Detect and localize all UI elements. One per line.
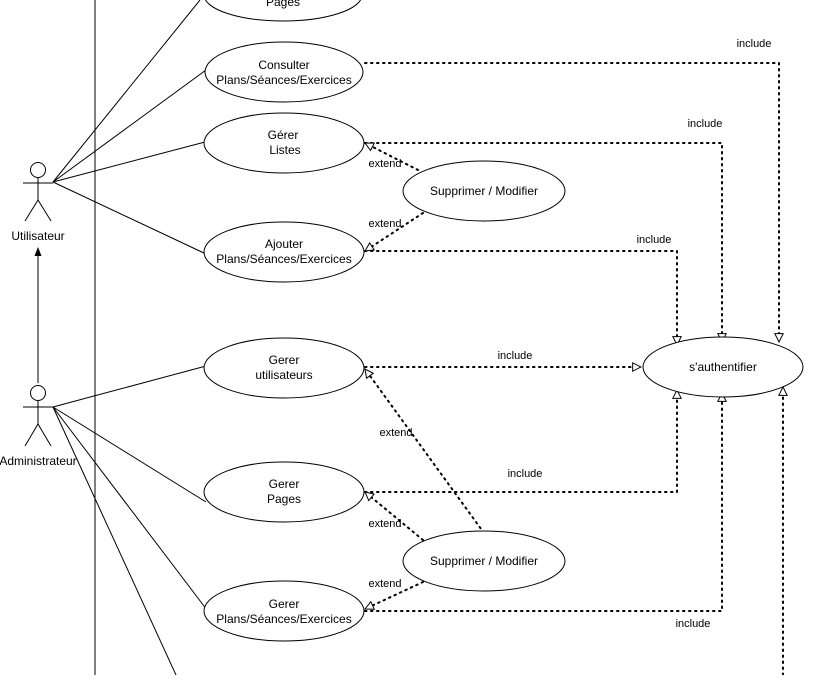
include-label: include [498,350,533,362]
actor-user: Utilisateur [11,162,65,243]
use-case-manage-plans: Gerer Plans/Séances/Exercices [203,580,365,642]
include-line-plans [364,392,722,612]
use-case-pages-top: Pages [204,0,362,22]
include-label: include [637,234,672,246]
extend-line-add [364,212,424,252]
svg-text:Gerer: Gerer [269,477,300,491]
extend-label: extend [379,427,412,439]
use-case-add: Ajouter Plans/Séances/Exercices [203,221,365,283]
dependency-lines [364,62,783,676]
svg-text:Pages: Pages [267,492,301,506]
extend-line-lists [364,142,419,171]
svg-text:Pages: Pages [266,0,300,9]
use-case-manage-pages: Gerer Pages [203,461,365,523]
stick-figure-icon [23,162,53,222]
use-case-manage-users: Gerer utilisateurs [203,337,365,399]
svg-text:Supprimer / Modifier: Supprimer / Modifier [430,184,538,198]
user-associations [52,0,207,255]
svg-text:utilisateurs: utilisateurs [255,368,312,382]
include-label: include [688,118,723,130]
actor-label: Utilisateur [11,229,64,243]
include-line-consult [364,62,779,343]
svg-text:Supprimer / Modifier: Supprimer / Modifier [430,554,538,568]
extend-line-plans [365,581,424,610]
actor-label: Administrateur [0,454,77,468]
relation-labels: include include include include include … [368,38,771,630]
extend-label: extend [368,218,401,230]
include-line-lists [364,142,722,343]
admin-associations [52,365,208,676]
svg-text:Gerer: Gerer [269,353,300,367]
extend-label: extend [368,578,401,590]
svg-text:Plans/Séances/Exercices: Plans/Séances/Exercices [216,73,351,87]
svg-text:Plans/Séances/Exercices: Plans/Séances/Exercices [216,252,351,266]
svg-text:Consulter: Consulter [258,58,309,72]
svg-text:Gérer: Gérer [268,128,299,142]
svg-text:s'authentifier: s'authentifier [689,360,757,374]
use-case-consult: Consulter Plans/Séances/Exercices [204,41,364,103]
extend-line-pages [364,491,424,541]
include-line-pages [364,389,677,493]
use-case-delete-modify-1: Supprimer / Modifier [402,160,566,222]
stick-figure-icon [23,385,53,447]
include-label: include [508,468,543,480]
include-line-add [364,250,677,346]
svg-text:Listes: Listes [269,143,300,157]
actor-admin: Administrateur [0,385,77,468]
extend-line-users [364,368,485,534]
extend-label: extend [368,518,401,530]
generalization-arrow [34,247,42,383]
use-case-authenticate: s'authentifier [642,336,804,398]
svg-text:Gerer: Gerer [269,597,300,611]
include-label: include [737,38,772,50]
extend-label: extend [368,158,401,170]
svg-text:Plans/Séances/Exercices: Plans/Séances/Exercices [216,612,351,626]
svg-text:Ajouter: Ajouter [265,237,303,251]
use-case-delete-modify-2: Supprimer / Modifier [402,530,566,592]
include-label: include [676,618,711,630]
use-case-manage-lists: Gérer Listes [203,112,365,174]
